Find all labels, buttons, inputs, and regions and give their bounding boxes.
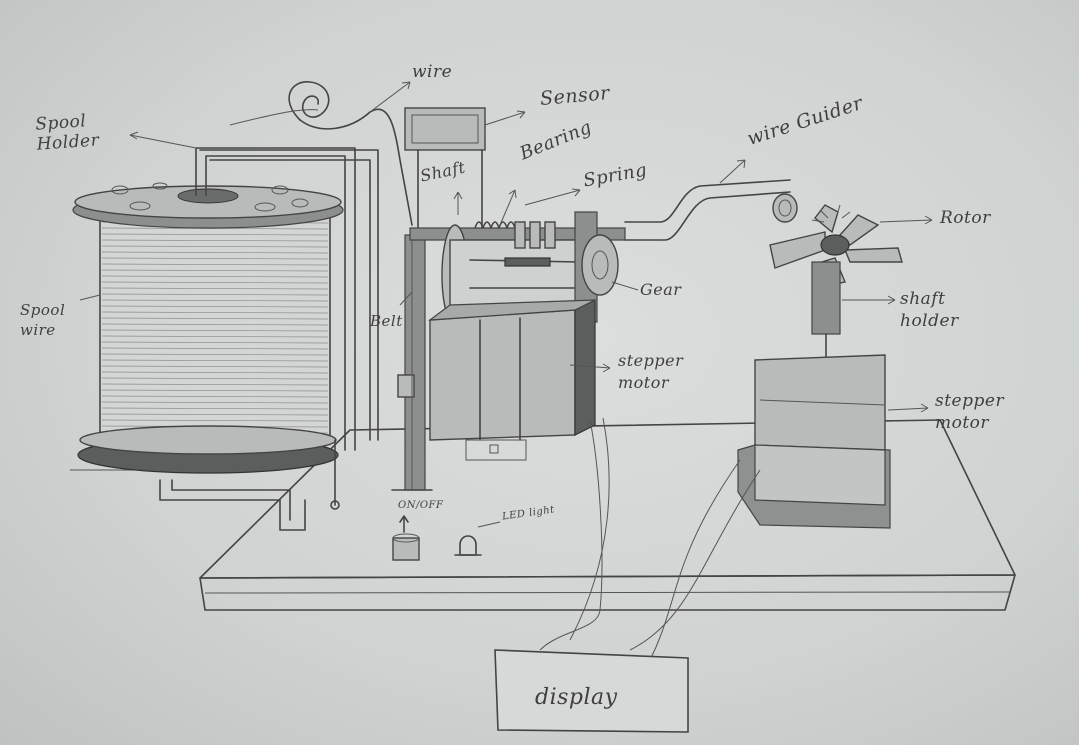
spool-winding-line — [101, 281, 329, 284]
label-spool-wire: Spool wire — [20, 301, 66, 339]
spool-holder — [159, 147, 379, 531]
spool-winding-line — [101, 245, 329, 248]
spool-winding-line — [101, 251, 329, 254]
stepper-motor-right — [737, 354, 891, 529]
spool-winding-line — [101, 269, 329, 272]
spool-winding-line — [101, 299, 329, 302]
spool-winding-line — [101, 401, 329, 404]
spool-winding-line — [101, 419, 329, 422]
spool-winding-line — [101, 371, 329, 374]
spool-winding-line — [101, 383, 329, 386]
spool-winding-line — [101, 329, 329, 332]
spool-winding-line — [101, 257, 329, 260]
spool-winding-line — [101, 239, 329, 242]
wire-guider — [624, 179, 798, 241]
label-stepper-motor-left: stepper motor — [618, 351, 684, 392]
label-spool-holder: Spool Holder — [34, 111, 100, 155]
spool-winding-line — [101, 323, 329, 326]
label-arrows — [79, 81, 933, 528]
label-gear: Gear — [640, 280, 682, 299]
spool-winding-line — [101, 263, 329, 266]
label-stepper-motor-right: stepper motor — [935, 391, 1005, 433]
base-board — [70, 419, 1016, 611]
spool-winding-line — [101, 365, 329, 368]
spool-winding-line — [101, 407, 329, 410]
spool-winding-line — [101, 275, 329, 278]
spool-winding-line — [101, 413, 329, 416]
stepper-motor-left — [428, 299, 596, 461]
spool-winding-line — [101, 347, 329, 350]
label-belt: Belt — [370, 312, 403, 330]
spool-winding-line — [101, 305, 329, 308]
spool-winding-line — [101, 341, 329, 344]
spool-winding-line — [101, 389, 329, 392]
label-shaft-holder: shaft holder — [900, 289, 959, 331]
spool-winding-line — [101, 293, 329, 296]
switch-and-led — [392, 515, 482, 561]
spool-winding-line — [101, 335, 329, 338]
spool-winding-line — [101, 377, 329, 380]
spool-winding-line — [101, 311, 329, 314]
spool-winding-line — [101, 317, 329, 320]
label-wire-top: wire — [412, 62, 453, 82]
label-on-off: ON/OFF — [398, 500, 444, 511]
label-rotor: Rotor — [940, 208, 991, 228]
spool-winding-line — [101, 353, 329, 356]
label-display: display — [535, 685, 618, 710]
spool-winding-line — [101, 287, 329, 290]
display-box — [494, 649, 689, 733]
spool — [72, 182, 344, 474]
display-wires — [539, 417, 761, 661]
spool-winding-line — [101, 359, 329, 362]
sensor — [404, 107, 486, 233]
spool-winding-line — [101, 395, 329, 398]
spool-winding-line — [101, 233, 329, 236]
